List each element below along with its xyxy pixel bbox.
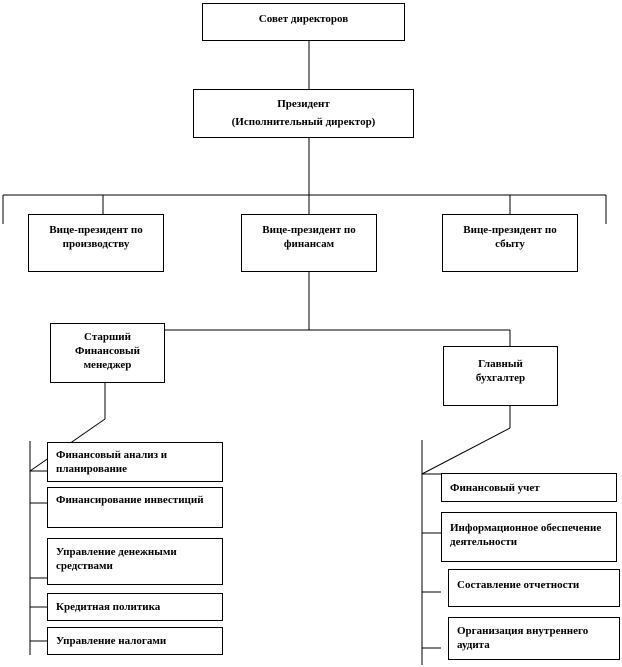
left-function-box: Финансирование инвестиций (47, 487, 223, 528)
left-function-label: Управление налогами (56, 635, 167, 647)
left-function-box: Кредитная политика (47, 593, 223, 621)
right-function-label: Составление отчетности (457, 579, 580, 591)
connector-accountant-diagonal (421, 427, 511, 475)
left-function-box: Управление налогами (47, 627, 223, 655)
right-function-box: Составление отчетности (448, 569, 620, 607)
board-of-directors-label: Совет директоров (258, 13, 349, 25)
left-function-label: Управление денежными средствами (56, 546, 177, 572)
chief-accountant-box: Главный бухгалтер (443, 346, 558, 406)
senior-financial-manager-label: Старший Финансовый менеджер (75, 331, 140, 371)
right-function-box: Финансовый учет (441, 473, 617, 502)
right-function-box: Информационное обеспечение деятельности (441, 512, 617, 562)
left-function-box: Управление денежными средствами (47, 538, 223, 585)
board-of-directors-box: Совет директоров (202, 3, 405, 41)
president-subtitle: (Исполнительный директор) (231, 116, 376, 128)
vp-sales-box: Вице-президент по сбыту (442, 214, 578, 272)
vp-production-label: Вице-президент по производству (49, 224, 143, 250)
right-function-label: Организация внутреннего аудита (457, 625, 589, 651)
right-function-label: Информационное обеспечение деятельности (450, 522, 602, 548)
senior-financial-manager-box: Старший Финансовый менеджер (50, 323, 165, 383)
president-title: Президент (277, 98, 330, 110)
vp-finance-label: Вице-президент по финансам (262, 224, 356, 250)
right-function-box: Организация внутреннего аудита (448, 617, 620, 660)
chief-accountant-label: Главный бухгалтер (475, 358, 526, 384)
vp-sales-label: Вице-президент по сбыту (463, 224, 557, 250)
vp-production-box: Вице-президент по производству (28, 214, 164, 272)
left-function-label: Кредитная политика (56, 601, 161, 613)
president-box: Президент (Исполнительный директор) (193, 89, 414, 138)
left-function-box: Финансовый анализ и планирование (47, 442, 223, 482)
left-function-label: Финансирование инвестиций (56, 494, 204, 506)
vp-finance-box: Вице-президент по финансам (241, 214, 377, 272)
right-function-label: Финансовый учет (450, 482, 540, 494)
left-function-label: Финансовый анализ и планирование (56, 449, 168, 475)
